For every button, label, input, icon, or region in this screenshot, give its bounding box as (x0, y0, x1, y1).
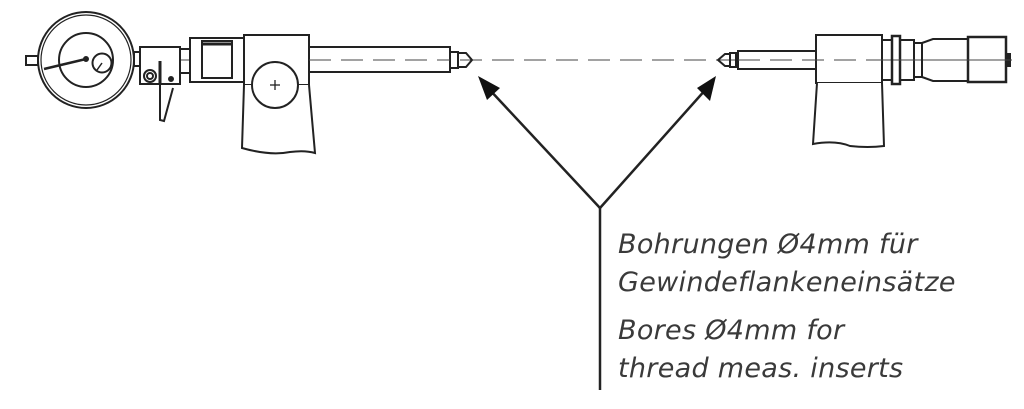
indicator-holder (139, 37, 245, 123)
leader-lines (487, 87, 708, 390)
arrowhead-left (478, 76, 500, 100)
label-german-line1: Bohrungen Ø4mm für (618, 229, 918, 260)
dial-indicator (25, 11, 141, 109)
label-english-line1: Bores Ø4mm for (618, 315, 845, 346)
left-holder-block (240, 34, 474, 155)
label-english-line2: thread meas. inserts (618, 353, 904, 384)
label-german-line2: Gewindeflankeneinsätze (618, 267, 956, 298)
right-micrometer (716, 34, 1012, 148)
arrowhead-right (697, 76, 716, 101)
